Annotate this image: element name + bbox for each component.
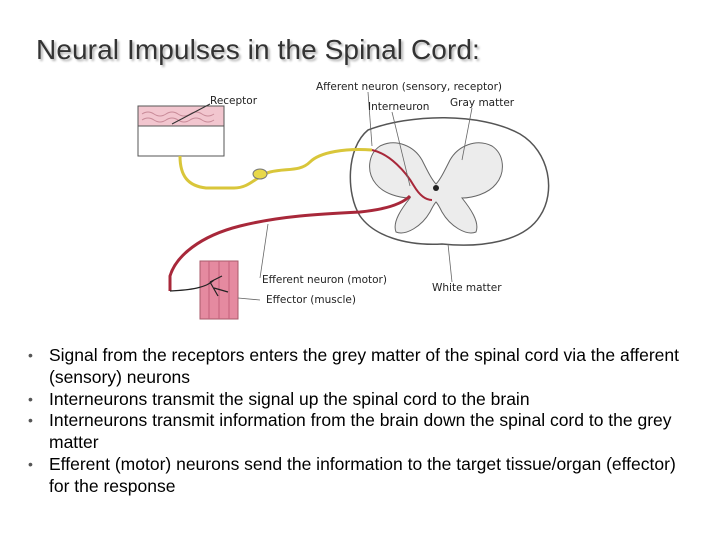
motor-endings (169, 275, 229, 297)
bullet-text: Efferent (motor) neurons send the inform… (49, 453, 676, 496)
dorsal-root-ganglion (252, 168, 268, 180)
afferent-label: Afferent neuron (sensory, receptor) (316, 81, 502, 93)
bullet-dot: • (28, 455, 33, 472)
bullet-item: • Efferent (motor) neurons send the infor… (28, 454, 698, 498)
interneuron-pointer (391, 111, 411, 187)
bullet-dot: • (28, 390, 33, 407)
bullet-item: • Signal from the receptors enters the gr… (28, 345, 698, 389)
efferent-label: Efferent neuron (motor) (262, 274, 387, 286)
bullet-text: Signal from the receptors enters the gre… (49, 345, 680, 387)
receptor-pointer (171, 103, 211, 125)
efferent-pointer (259, 223, 269, 279)
spinal-cord-diagram: Receptor Afferent neuron (sensory, recep… (110, 76, 560, 326)
effector-label: Effector (muscle) (266, 294, 356, 306)
receptor-label: Receptor (210, 95, 258, 107)
interneuron-path (371, 149, 433, 201)
gray-matter-label: Gray matter (450, 97, 515, 109)
bullet-list: • Signal from the receptors enters the gr… (28, 345, 698, 498)
bullet-dot: • (28, 347, 33, 363)
afferent-pointer (367, 91, 373, 147)
skin-block (137, 105, 225, 157)
effector-pointer (237, 297, 261, 301)
white-matter-label: White matter (432, 282, 502, 294)
white-matter-pointer (447, 243, 453, 283)
bullet-text: Interneurons transmit the signal up the … (49, 388, 530, 409)
bullet-item: • Interneurons transmit information from … (28, 410, 698, 454)
bullet-text: Interneurons transmit information from t… (49, 410, 672, 453)
slide-title: Neural Impulses in the Spinal Cord: (36, 34, 480, 65)
interneuron-label: Interneuron (368, 101, 429, 113)
bullet-item: • Interneurons transmit the signal up the… (28, 389, 698, 411)
gray-matter-pointer (461, 107, 473, 161)
bullet-dot: • (28, 412, 33, 429)
efferent-path (168, 194, 412, 291)
central-canal (433, 185, 439, 191)
afferent-path (178, 148, 373, 190)
